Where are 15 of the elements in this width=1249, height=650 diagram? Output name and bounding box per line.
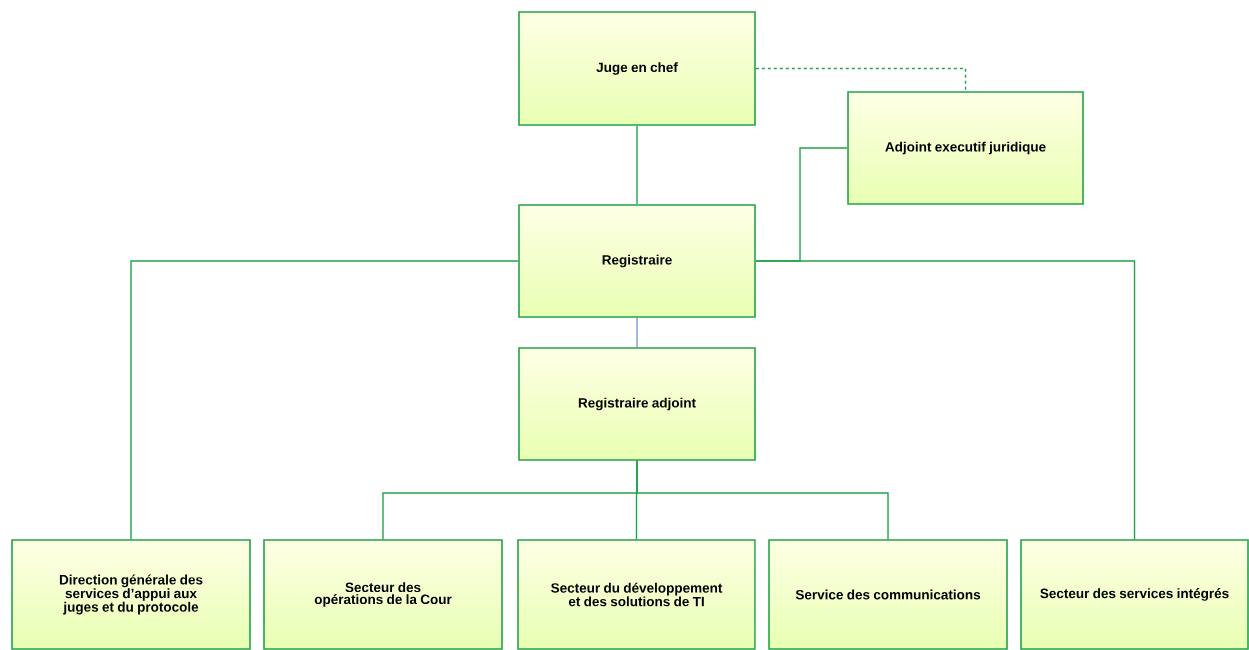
connector-line xyxy=(755,260,1136,540)
connector-line xyxy=(636,317,638,348)
connector-line xyxy=(636,460,889,540)
org-box: Service des communications xyxy=(768,539,1008,650)
org-box: Secteur du développement et des solutions de TI xyxy=(517,539,756,650)
connector-line xyxy=(755,67,967,92)
org-box: Registraire xyxy=(518,204,756,318)
connector-line xyxy=(636,125,638,205)
org-box: Registraire adjoint xyxy=(518,347,756,461)
org-box: Secteur des services intégrés xyxy=(1020,539,1249,650)
org-box: Direction générale des services d’appui aux juges et du protocole xyxy=(11,539,251,650)
connector-line xyxy=(130,260,519,540)
org-box: Secteur des opérations de la Cour xyxy=(263,539,503,650)
org-box: Juge en chef xyxy=(518,11,756,126)
org-box: Adjoint executif juridique xyxy=(847,91,1084,205)
